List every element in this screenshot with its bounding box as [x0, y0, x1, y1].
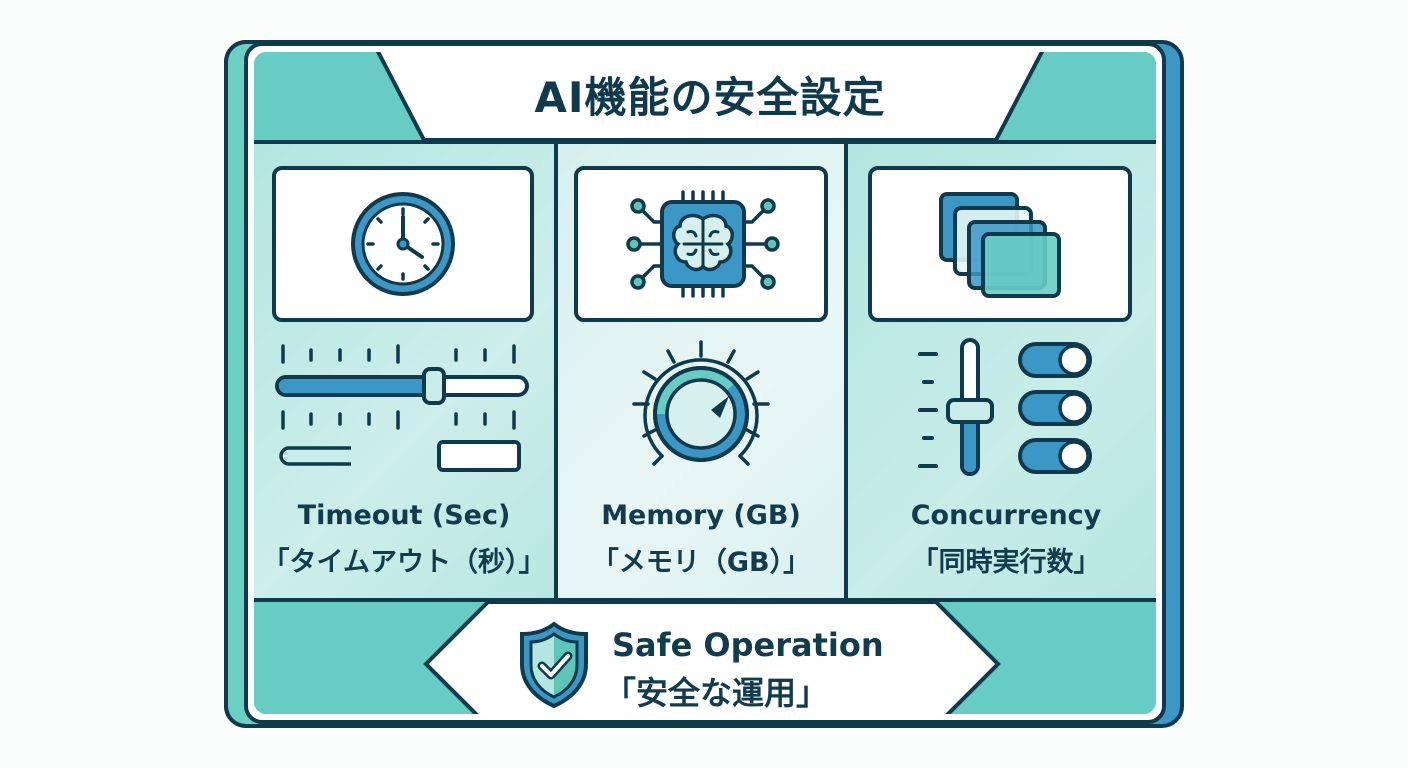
column-divider	[554, 144, 558, 598]
timeout-label-ja: 「タイムアウト（秒）」	[262, 547, 546, 578]
memory-dial-knob[interactable]	[616, 334, 786, 484]
column-timeout: Timeout (Sec) 「タイムアウト（秒）」	[254, 144, 554, 598]
concurrency-slider-knob[interactable]	[946, 398, 994, 424]
column-divider	[844, 144, 848, 598]
panel-inner: AI機能の安全設定	[254, 52, 1156, 714]
toggle-switch[interactable]	[1018, 390, 1092, 426]
column-memory: Memory (GB) 「メモリ（GB）」	[558, 144, 844, 598]
shield-check-icon	[520, 621, 588, 708]
memory-label-ja: 「メモリ（GB）」	[591, 547, 811, 578]
concurrency-control-group	[918, 338, 1092, 476]
brain-chip-icon	[626, 190, 780, 298]
header-banner-shape	[375, 52, 1045, 140]
toggle-switch[interactable]	[1018, 342, 1092, 378]
concurrency-label-en: Concurrency	[910, 500, 1102, 531]
memory-label-en: Memory (GB)	[601, 500, 801, 531]
footer-divider	[254, 598, 1156, 602]
timeout-value-field[interactable]	[437, 440, 521, 472]
column-concurrency: Concurrency 「同時実行数」	[848, 144, 1156, 598]
footer-banner: Safe Operation 「安全な運用」	[422, 602, 1002, 714]
concurrency-icon-card	[868, 166, 1132, 322]
toggle-switch[interactable]	[1018, 438, 1092, 474]
timeout-controls	[254, 334, 554, 484]
memory-icon-card	[574, 166, 828, 322]
timeout-slider-knob[interactable]	[422, 367, 446, 405]
settings-columns: Timeout (Sec) 「タイムアウト（秒）」	[254, 144, 1156, 598]
concurrency-label-ja: 「同時実行数」	[911, 547, 1101, 578]
settings-panel: AI機能の安全設定	[244, 42, 1166, 724]
page-title: AI機能の安全設定	[534, 73, 886, 122]
footer-label-ja: 「安全な運用」	[604, 674, 829, 712]
timeout-icon-card	[272, 166, 534, 322]
concurrency-controls	[848, 334, 1156, 484]
timeout-label-en: Timeout (Sec)	[297, 500, 511, 531]
stacked-layers-icon	[939, 192, 1061, 298]
header-banner: AI機能の安全設定	[370, 52, 1050, 140]
footer-label-en: Safe Operation	[612, 626, 884, 664]
timeout-slider-group	[275, 344, 529, 472]
clock-icon	[351, 192, 455, 296]
header-divider	[254, 140, 1156, 144]
memory-controls	[558, 334, 844, 484]
